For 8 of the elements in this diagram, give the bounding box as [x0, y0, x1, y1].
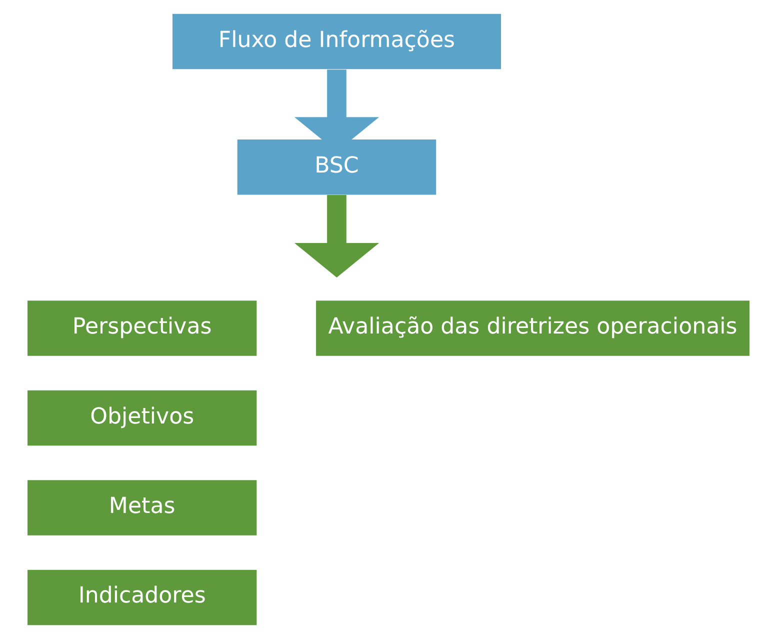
node-box: Perspectivas — [28, 300, 257, 356]
node-box: Metas — [28, 480, 257, 536]
arrow — [294, 194, 380, 278]
node-box: Fluxo de Informações — [172, 14, 501, 70]
node-box: Objetivos — [28, 390, 257, 446]
node-box: Avaliação das diretrizes operacionais — [316, 300, 750, 356]
node-box: Indicadores — [28, 570, 257, 626]
node-box: BSC — [237, 140, 436, 195]
